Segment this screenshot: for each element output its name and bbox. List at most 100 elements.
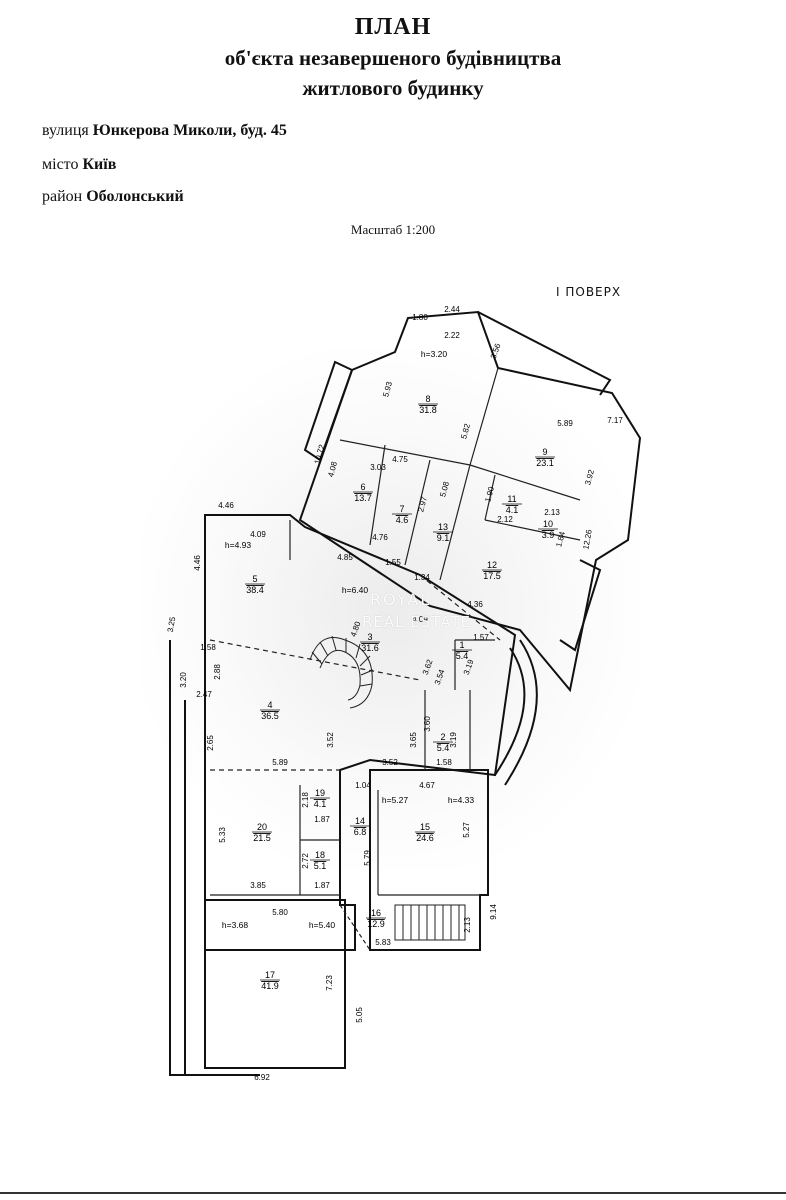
street-line: вулиця Юнкерова Миколи, буд. 45 <box>42 122 287 140</box>
room-area: 3.9 <box>542 530 555 540</box>
room-area: 23.1 <box>536 458 554 468</box>
room-area: 4.6 <box>396 515 409 525</box>
watermark-line1: ROYAL <box>370 590 432 609</box>
dimension-label: 7.23 <box>325 975 334 991</box>
dimension-label: 2.13 <box>544 508 560 517</box>
dimension-label: 3.20 <box>179 672 188 688</box>
dimension-label: 1.04 <box>355 781 371 790</box>
room-area: 4.1 <box>506 505 519 515</box>
page-bottom-rule <box>0 1192 786 1194</box>
room-number: 4 <box>267 700 272 710</box>
room-number: 9 <box>542 447 547 457</box>
balcony-north <box>477 311 612 396</box>
dimension-label: 4.08 <box>326 460 339 478</box>
street-value: Юнкерова Миколи, буд. 45 <box>92 122 287 139</box>
dashed-3 <box>419 574 501 641</box>
dimension-label: 4.76 <box>372 533 388 542</box>
dimension-label: 3.52 <box>382 758 398 767</box>
bay-window-outer <box>504 639 538 786</box>
room-area: 5.4 <box>456 651 469 661</box>
room-area: 36.5 <box>261 711 279 721</box>
dimension-label: 1.55 <box>385 558 401 567</box>
room-area: 21.5 <box>253 833 271 843</box>
dimension-label: 3.60 <box>423 716 432 732</box>
watermark-line2: REAL ESTATE <box>362 613 472 631</box>
dimension-label: 2.44 <box>444 305 460 314</box>
dimension-label: 2.88 <box>213 664 222 680</box>
ceiling-height: h=6.40 <box>342 585 369 595</box>
dimension-label: 5.80 <box>272 908 288 917</box>
dimension-label: 2.12 <box>497 515 513 524</box>
dimension-label: 1.90 <box>483 485 496 503</box>
wall-6-7 <box>369 444 386 546</box>
interior-walls <box>209 367 581 951</box>
straight-stair <box>394 904 466 941</box>
dimension-label: 3.52 <box>326 732 335 748</box>
dimension-label: 4.09 <box>250 530 266 539</box>
room-number: 8 <box>425 394 430 404</box>
dimension-label: 4.75 <box>392 455 408 464</box>
dimension-label: 1.57 <box>473 633 489 642</box>
room-labels: 15.425.4331.6436.5538.4613.774.6831.8923… <box>245 394 558 991</box>
dimension-label: 3.92 <box>583 468 596 486</box>
dimension-label: 3.03 <box>370 463 386 472</box>
room-area: 13.7 <box>354 493 372 503</box>
room-area: 5.4 <box>437 743 450 753</box>
dimension-label: 1.87 <box>314 881 330 890</box>
dashed-5-4 <box>209 639 421 681</box>
room-number: 10 <box>543 519 553 529</box>
room-number: 12 <box>487 560 497 570</box>
room-area: 9.1 <box>437 533 450 543</box>
wall-8-9 <box>469 367 499 466</box>
room-number: 17 <box>265 970 275 980</box>
dimension-label: 1.80 <box>412 313 428 322</box>
room-area: 17.5 <box>483 571 501 581</box>
dimension-label: 9.14 <box>489 904 498 920</box>
ceiling-height: h=5.27 <box>382 795 409 805</box>
dimension-label: 3.54 <box>433 668 447 686</box>
room-area: 38.4 <box>246 585 264 595</box>
dimension-label: 5.27 <box>462 822 471 838</box>
plan-subtitle-line2: житлового будинку <box>302 76 484 100</box>
ceiling-height: h=3.68 <box>222 920 249 930</box>
dimension-label: 3.65 <box>409 732 418 748</box>
city-label: місто <box>42 156 79 173</box>
dimension-label: 5.33 <box>218 827 227 843</box>
room-number: 18 <box>315 850 325 860</box>
exterior-walls <box>169 310 642 1076</box>
dimension-label: 3.19 <box>449 732 458 748</box>
room-number: 13 <box>438 522 448 532</box>
dimension-label: 2.72 <box>301 853 310 869</box>
room-number: 16 <box>371 908 381 918</box>
room-number: 3 <box>367 632 372 642</box>
dimension-label: 1.58 <box>436 758 452 767</box>
room-number: 1 <box>459 640 464 650</box>
ceiling-height: h=4.33 <box>448 795 475 805</box>
dimension-label: 5.89 <box>272 758 288 767</box>
dimension-label: 4.67 <box>419 781 435 790</box>
room-area: 5.1 <box>314 861 327 871</box>
dimension-label: 4.85 <box>337 553 353 562</box>
dimension-label: 5.79 <box>363 850 372 866</box>
dimension-label: 5.05 <box>355 1007 364 1023</box>
dimension-label: 4.09 <box>412 615 428 624</box>
plan-subtitle-line1: об'єкта незавершеного будівництва <box>224 46 562 70</box>
dimension-label: 5.89 <box>557 419 573 428</box>
dimension-label: 2.97 <box>416 495 429 513</box>
district-label: район <box>42 188 83 205</box>
dimension-label: 1.87 <box>314 815 330 824</box>
room-number: 20 <box>257 822 267 832</box>
district-value: Оболонський <box>86 188 184 205</box>
room-area: 41.9 <box>261 981 279 991</box>
room-number: 14 <box>355 816 365 826</box>
dimension-label: 1.58 <box>200 643 216 652</box>
wall-8-6 <box>339 439 471 466</box>
balcony-east <box>559 559 602 652</box>
street-label: вулиця <box>42 122 89 139</box>
west-strip-wall <box>169 640 260 1076</box>
wall-11 <box>484 474 496 521</box>
dimension-label: 10.72 <box>313 443 327 465</box>
room-area: 31.8 <box>419 405 437 415</box>
